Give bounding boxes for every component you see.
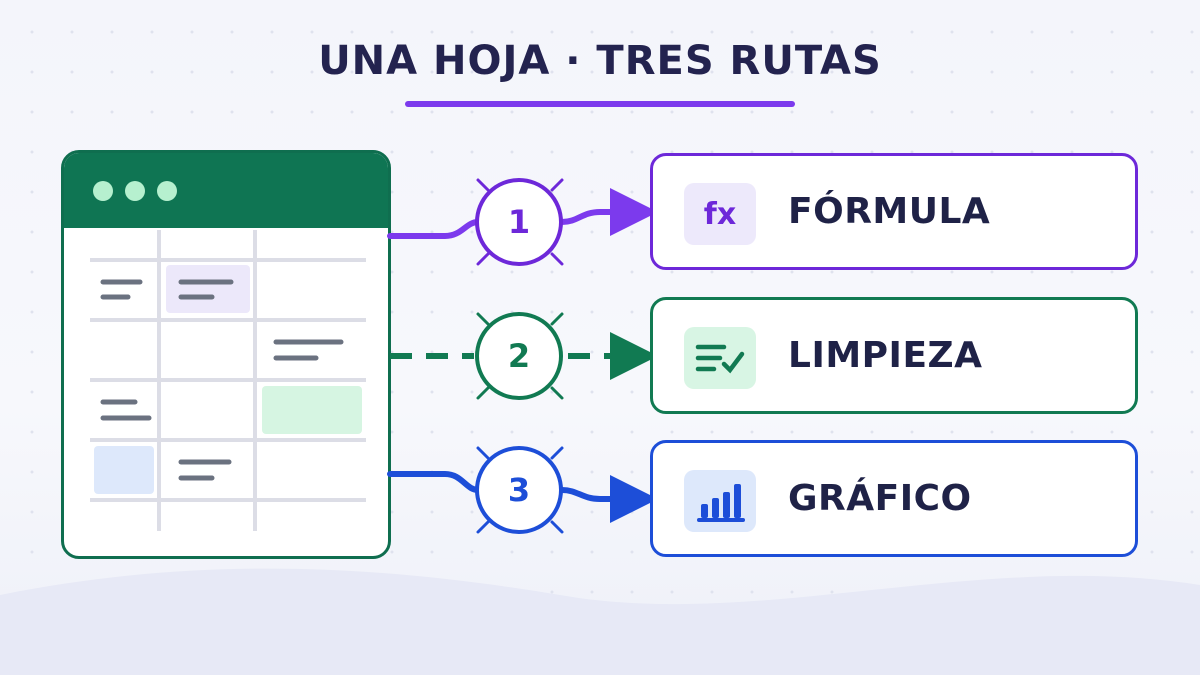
route-card-limpieza: LIMPIEZA (650, 297, 1138, 414)
route-card-grafico: GRÁFICO (650, 440, 1138, 557)
window-dot (125, 181, 145, 201)
route-node-2: 2 (475, 312, 563, 400)
route-label-limpieza: LIMPIEZA (788, 335, 983, 376)
spreadsheet-header (64, 153, 388, 228)
window-dot (93, 181, 113, 201)
fx-icon-text: fx (703, 196, 737, 232)
route-node-1: 1 (475, 178, 563, 266)
bar-chart-icon (684, 470, 756, 532)
route-label-grafico: GRÁFICO (788, 478, 972, 519)
page-title: UNA HOJA · TRES RUTAS (318, 38, 882, 84)
fx-icon: fx (684, 183, 756, 245)
title-underline (405, 101, 795, 107)
background-wave (0, 568, 1200, 675)
window-dot (157, 181, 177, 201)
route-card-formula: fx FÓRMULA (650, 153, 1138, 270)
spreadsheet-grid (90, 230, 366, 531)
spreadsheet-window-icon (61, 150, 391, 559)
route-label-formula: FÓRMULA (788, 191, 991, 232)
route-node-3: 3 (475, 446, 563, 534)
clean-list-check-icon (684, 327, 756, 389)
